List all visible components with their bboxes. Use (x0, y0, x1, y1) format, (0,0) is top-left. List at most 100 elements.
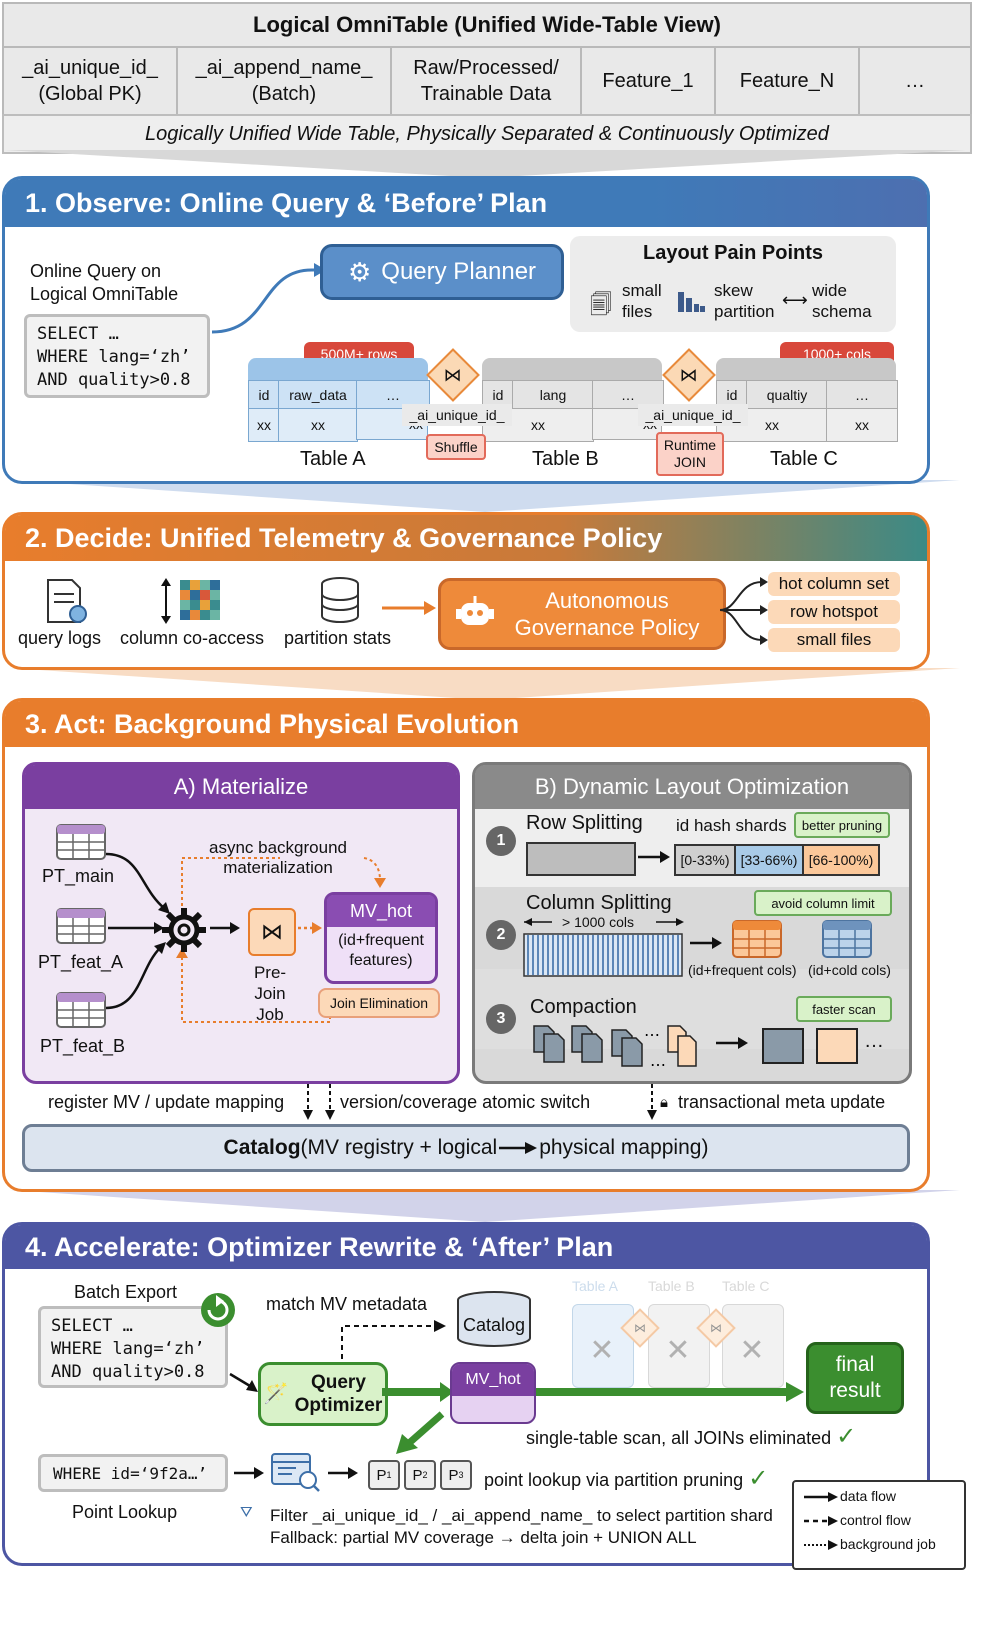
join-key-ab: _ai_unique_id_ (402, 404, 512, 426)
legend-background-job: background job (840, 1536, 936, 1552)
table-icon (56, 992, 106, 1028)
accelerate-section-title: 4. Accelerate: Optimizer Rewrite & ‘Afte… (5, 1225, 927, 1269)
column-co-access-icon (161, 578, 220, 624)
table-b: id lang … xx xx (482, 358, 664, 442)
table-a-label: Table A (300, 448, 366, 470)
source-pt-feat-a: PT_feat_A (38, 952, 124, 972)
funnel-connector (4, 150, 966, 178)
row-split-source (526, 842, 636, 876)
faster-scan-chip: faster scan (796, 996, 892, 1022)
batch-export-sql: SELECT …WHERE lang=‘zh’AND quality>0.8 (38, 1306, 228, 1388)
point-lookup-sql: WHERE id=‘9f2a…’ (38, 1454, 228, 1492)
omnitable-column-header: _ai_append_name_(Batch) (176, 46, 392, 116)
compaction-title: Compaction (530, 996, 637, 1018)
frequent-cols-table-icon (732, 920, 782, 958)
shuffle-badge: Shuffle (426, 434, 486, 460)
input-column-co-access: column co-access (120, 628, 265, 648)
robot-icon (456, 596, 494, 625)
query-logs-icon (47, 579, 87, 623)
compacted-file (762, 1028, 804, 1064)
omnitable-title: Logical OmniTable (Unified Wide-Table Vi… (2, 2, 972, 48)
table-a-cell: xx (278, 408, 358, 442)
ghost-table-b-label: Table B (648, 1278, 695, 1294)
filter-icon: ⛛ (240, 1504, 253, 1521)
legend-control-flow: control flow (840, 1512, 911, 1528)
atomic-switch-label: version/coverage atomic switch (340, 1092, 591, 1112)
register-mv-arrows (303, 1084, 335, 1120)
mv-to-point-arrow (396, 1411, 445, 1454)
funnel-connector (10, 1190, 960, 1222)
observe-section-title: 1. Observe: Online Query & ‘Before’ Plan (5, 179, 927, 227)
omnitable-column-header: … (858, 46, 972, 116)
catalog-bar: Catalog (MV registry + logical physical … (22, 1124, 910, 1172)
stats-to-policy-arrow (382, 601, 436, 615)
decide-section-title: 2. Decide: Unified Telemetry & Governanc… (5, 515, 927, 561)
compacted-file (816, 1028, 858, 1064)
table-b-label: Table B (532, 448, 599, 470)
match-mv-arrow (341, 1320, 446, 1368)
single-scan-label: single-table scan, all JOINs eliminated … (526, 1423, 857, 1450)
legend-data-flow-line (804, 1492, 838, 1502)
online-query-sql: SELECT …WHERE lang=‘zh’AND quality>0.8 (24, 314, 210, 398)
hash-shards-label: id hash shards (676, 816, 787, 835)
database-icon (321, 577, 359, 623)
table-c-header-cell: … (826, 380, 898, 410)
checkmark-icon: ✓ (836, 1423, 857, 1450)
shard-cell: [33-66%) (734, 844, 804, 876)
output-row-hotspot: row hotspot (768, 600, 900, 624)
small-files-icon: 🗐 (590, 292, 612, 317)
small-files-group: … … (533, 1022, 697, 1070)
cold-cols-table-icon (822, 920, 872, 958)
lock-icon: 🔒︎ (660, 1094, 668, 1111)
funnel-connector (10, 668, 960, 700)
wide-schema-icon: ⟷ (782, 290, 808, 310)
meta-update-arrow (647, 1084, 657, 1120)
omnitable-column-header: Feature_N (714, 46, 860, 116)
mv-hot-node: MV_hot (450, 1362, 536, 1424)
filter-to-partitions-arrow (328, 1467, 358, 1479)
legend-control-flow-line (804, 1516, 838, 1526)
refresh-icon (201, 1293, 235, 1327)
join-icon: ⋈ (680, 364, 698, 385)
skew-partition-icon (678, 292, 705, 312)
input-query-logs: query logs (18, 628, 102, 648)
svg-text:…: … (650, 1051, 666, 1070)
x-icon: ✕ (589, 1333, 615, 1367)
join-key-bc: _ai_unique_id_ (638, 404, 748, 426)
main-data-flow-arrow (382, 1382, 804, 1402)
legend: data flow control flow background job (792, 1480, 966, 1570)
point-sql-arrow (234, 1467, 264, 1479)
gears-icon: ⚙ (347, 256, 372, 287)
pruning-label: point lookup via partition pruning ✓ (484, 1465, 769, 1492)
meta-update-label: transactional meta update (678, 1092, 886, 1112)
table-a: id raw_data … xx xx xx (248, 358, 430, 442)
table-a-header-cell: id (248, 380, 280, 410)
batch-export-label: Batch Export (74, 1282, 178, 1302)
table-icon (56, 908, 106, 944)
table-c-header-cell: qualtiy (746, 380, 828, 410)
step-number: 3 (486, 1004, 516, 1034)
catalog-db-label: Catalog (462, 1314, 526, 1335)
partition-filter-icon (271, 1453, 320, 1492)
table-a-header-cell: raw_data (278, 380, 358, 410)
legend-background-job-line (804, 1540, 838, 1550)
table-b-header-cell: lang (512, 380, 594, 410)
omnitable-column-header: Raw/Processed/Trainable Data (390, 46, 582, 116)
sql-to-optimizer-arrow (229, 1372, 258, 1392)
mv-hot-node-title: MV_hot (452, 1364, 534, 1396)
join-elimination-chip: Join Elimination (318, 988, 440, 1018)
checkmark-icon: ✓ (748, 1465, 769, 1492)
join-icon: ⋈ (261, 919, 283, 944)
